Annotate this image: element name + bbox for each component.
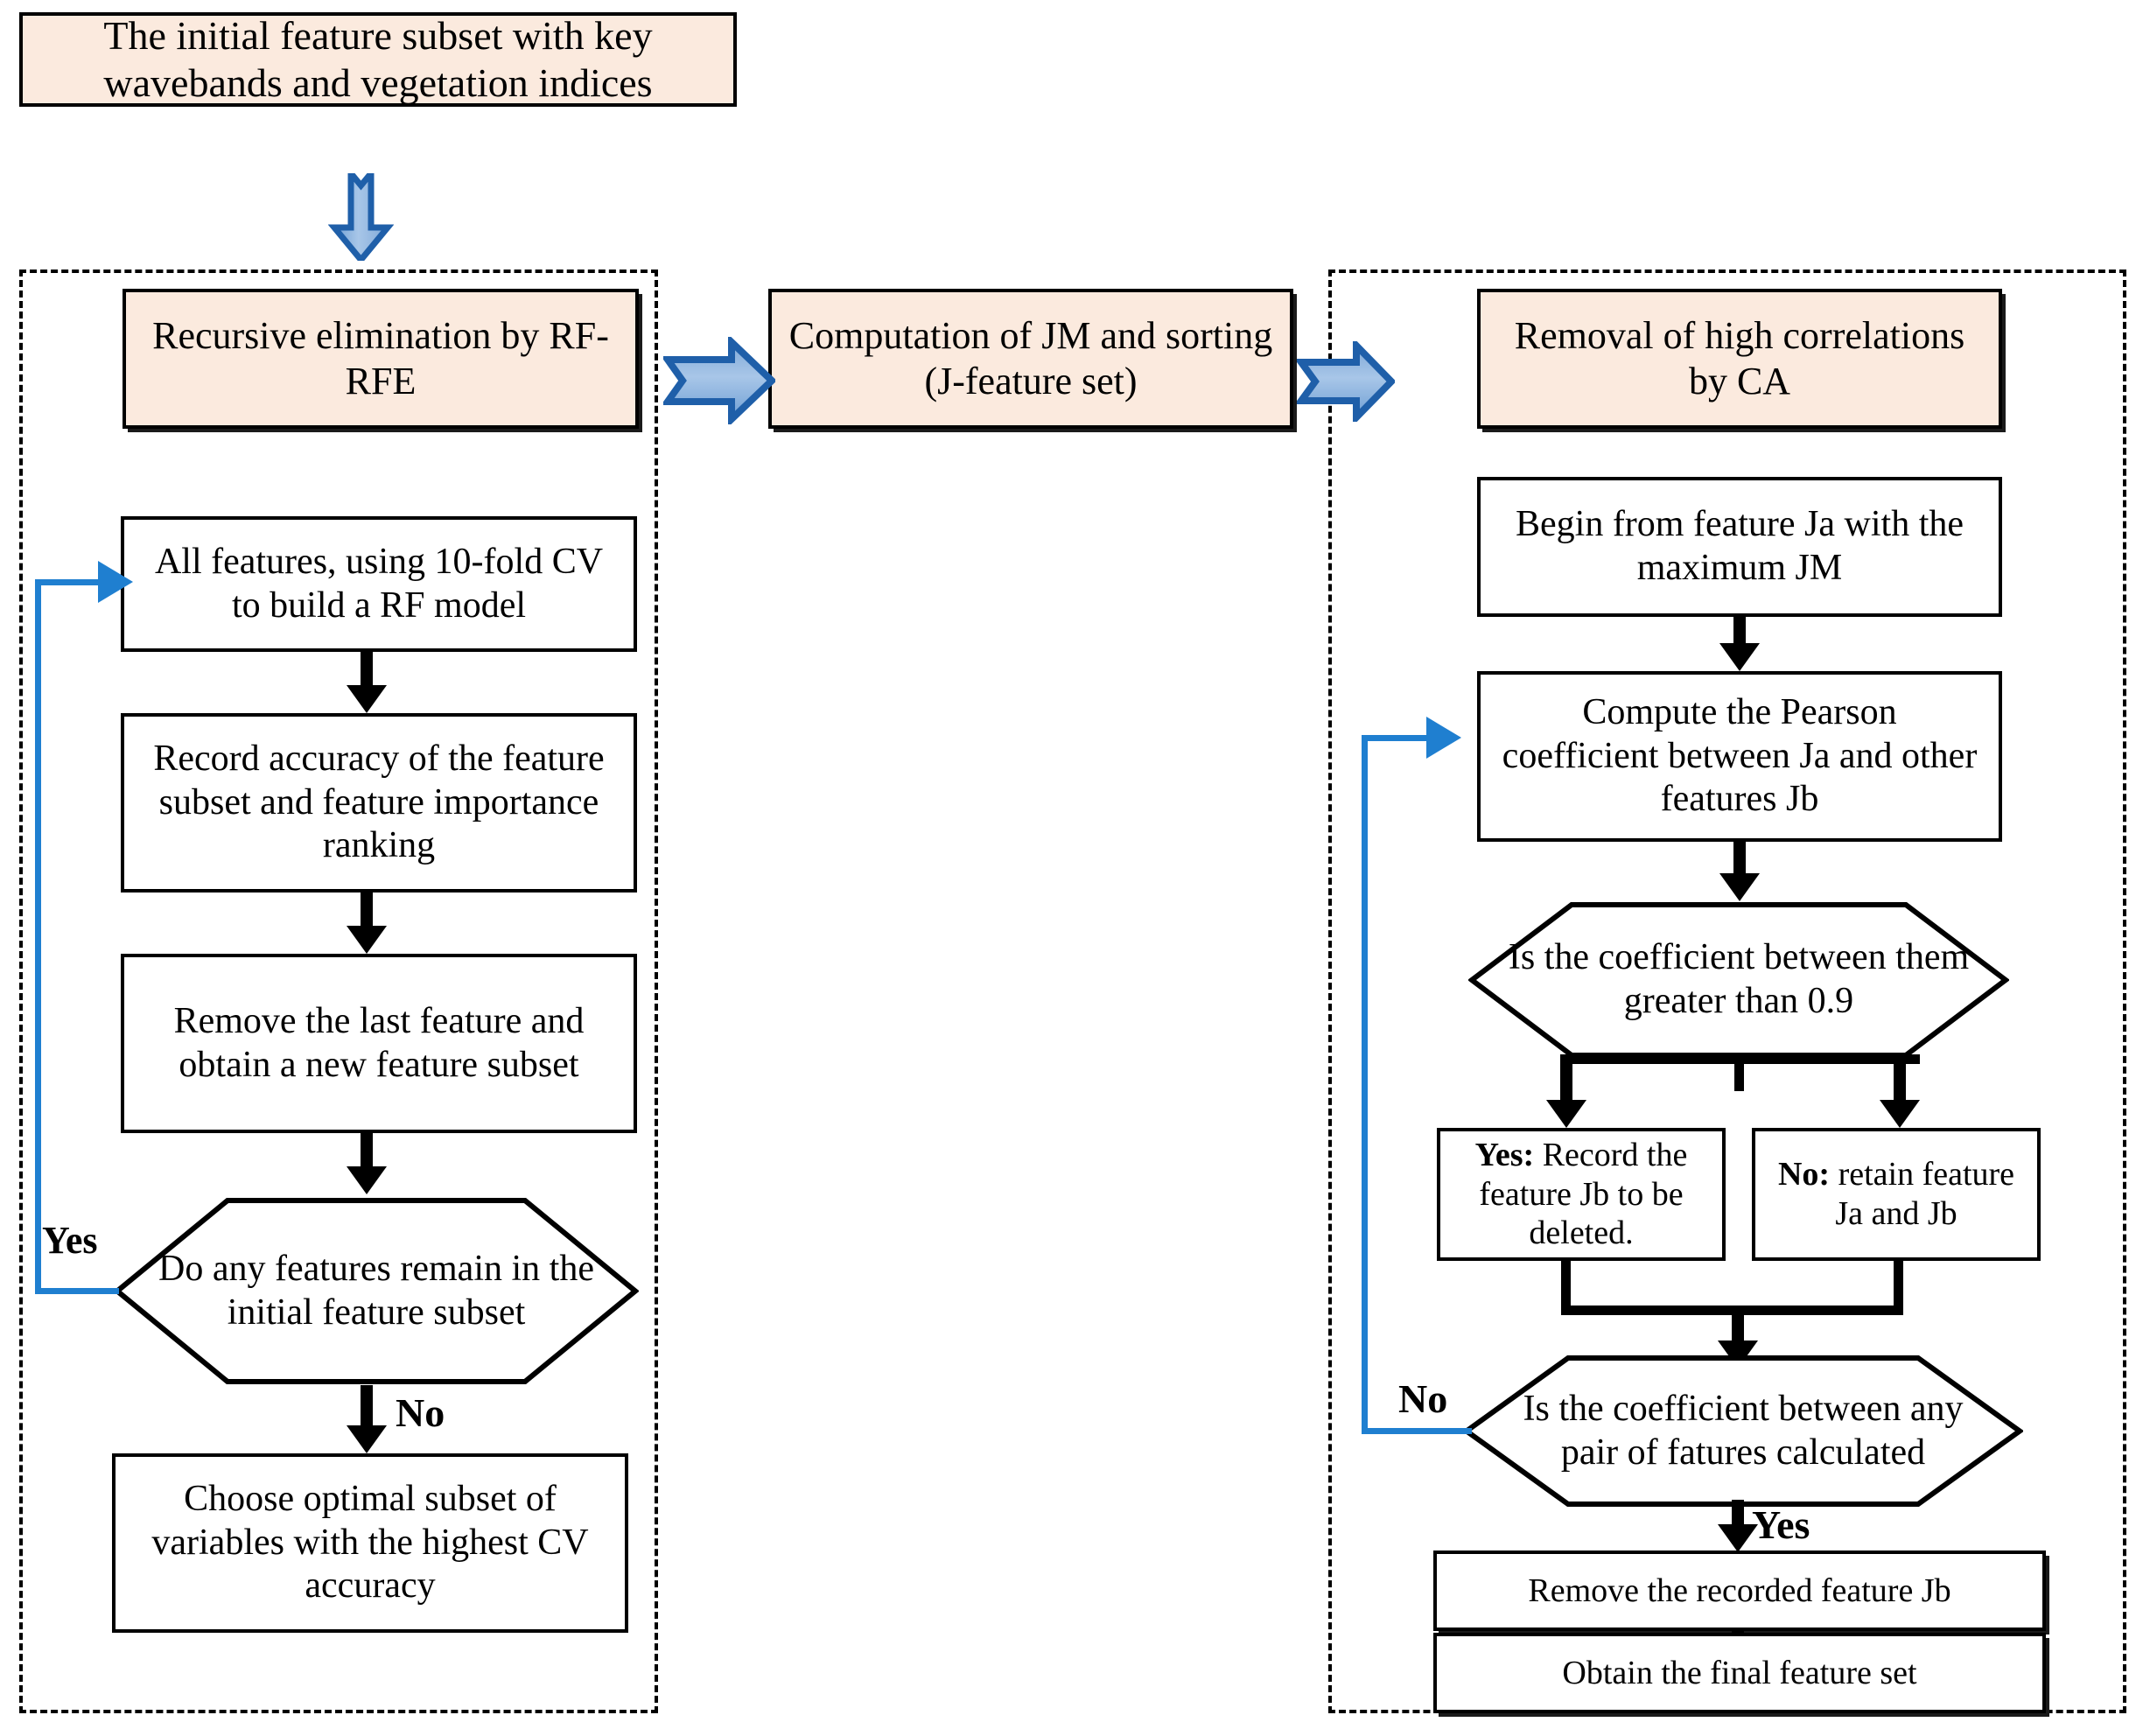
left-step-3[interactable]: Remove the last feature and obtain a new… <box>121 954 637 1133</box>
right-decision-1-label: Is the coefficient between them greater … <box>1508 937 1970 1021</box>
start-node[interactable]: The initial feature subset with key wave… <box>19 12 737 107</box>
left-yes-flag: Yes <box>42 1219 98 1262</box>
stage-header-rf-rfe[interactable]: Recursive elimination by RF-RFE <box>123 289 639 429</box>
stage-header-jm-label: Computation of JM and sorting (J-feature… <box>788 314 1273 402</box>
stage-header-ca-label: Removal of high correlations by CA <box>1514 314 1965 402</box>
right-decision-2-label: Is the coefficient between any pair of f… <box>1523 1388 1964 1473</box>
right-yes-flag: Yes <box>1752 1502 1810 1547</box>
right-arrow-1 <box>1719 617 1760 671</box>
stage-header-ca[interactable]: Removal of high correlations by CA <box>1477 289 2002 429</box>
right-step-1[interactable]: Begin from feature Ja with the maximum J… <box>1477 477 2002 617</box>
right-branch-no-text: No: retain feature Ja and Jb <box>1768 1155 2025 1234</box>
left-stage-panel <box>19 270 658 1713</box>
right-arrow-yes <box>1718 1500 1758 1552</box>
left-arrow-1 <box>347 652 387 713</box>
left-arrow-no <box>347 1385 387 1453</box>
left-final-step[interactable]: Choose optimal subset of variables with … <box>112 1453 628 1633</box>
left-loop-arrowhead <box>98 561 133 603</box>
right-split-stem <box>1734 1054 1744 1091</box>
left-loop-bottom-segment <box>35 1288 119 1294</box>
left-step-3-label: Remove the last feature and obtain a new… <box>173 1000 585 1085</box>
stage2-to-stage3-arrow <box>1297 341 1395 422</box>
right-loop-top-segment <box>1362 735 1432 741</box>
right-step-remove-jb-label: Remove the recorded feature Jb <box>1528 1572 1951 1609</box>
left-step-1-label: All features, using 10-fold CV to build … <box>154 541 604 626</box>
right-step-remove-jb[interactable]: Remove the recorded feature Jb <box>1433 1550 2046 1631</box>
right-branch-no[interactable]: No: retain feature Ja and Jb <box>1752 1128 2041 1261</box>
start-to-stage1-arrow <box>328 173 394 261</box>
right-branch-no-lead: No: <box>1777 1156 1831 1194</box>
stage-header-rf-rfe-label: Recursive elimination by RF-RFE <box>152 314 609 402</box>
stage1-to-stage2-arrow <box>663 337 775 424</box>
right-step-final-set-label: Obtain the final feature set <box>1562 1654 1917 1691</box>
right-merge-right-stem <box>1894 1261 1903 1315</box>
right-branch-yes-label: Record the feature Jb to be deleted. <box>1479 1136 1688 1252</box>
right-branch-no-label: retain feature Ja and Jb <box>1830 1156 2015 1232</box>
left-arrow-2 <box>347 892 387 954</box>
stage-header-jm[interactable]: Computation of JM and sorting (J-feature… <box>768 289 1293 429</box>
left-step-2[interactable]: Record accuracy of the feature subset an… <box>121 713 637 892</box>
start-node-label: The initial feature subset with key wave… <box>103 12 653 105</box>
right-arrow-2 <box>1719 842 1760 901</box>
left-decision-features-remain[interactable]: Do any features remain in the initial fe… <box>114 1197 639 1385</box>
right-decision-coefficient-threshold[interactable]: Is the coefficient between them greater … <box>1468 901 2009 1059</box>
right-step-2-label: Compute the Pearson coefficient between … <box>1502 692 1978 820</box>
right-loop-bottom-segment <box>1362 1428 1472 1434</box>
right-branch-yes-text: Yes: Record the feature Jb to be deleted… <box>1453 1136 1710 1253</box>
left-final-step-label: Choose optimal subset of variables with … <box>151 1479 589 1606</box>
left-arrow-3 <box>347 1133 387 1194</box>
left-step-2-label: Record accuracy of the feature subset an… <box>153 738 605 866</box>
left-loop-top-segment <box>35 579 103 585</box>
right-branch-yes-lead: Yes: <box>1474 1136 1535 1173</box>
right-step-1-label: Begin from feature Ja with the maximum J… <box>1516 504 1964 588</box>
right-decision-all-pairs[interactable]: Is the coefficient between any pair of f… <box>1463 1354 2023 1508</box>
right-loop-riser <box>1362 735 1368 1432</box>
right-merge-left-stem <box>1561 1261 1571 1315</box>
right-split-left-arrow <box>1546 1054 1586 1128</box>
right-split-bar <box>1566 1054 1920 1064</box>
right-split-right-arrow <box>1880 1054 1920 1128</box>
left-decision-label: Do any features remain in the initial fe… <box>158 1248 594 1333</box>
right-loop-arrowhead <box>1426 717 1461 759</box>
left-loop-riser <box>35 579 41 1292</box>
left-step-1[interactable]: All features, using 10-fold CV to build … <box>121 516 637 652</box>
right-step-2[interactable]: Compute the Pearson coefficient between … <box>1477 671 2002 842</box>
right-step-final-set[interactable]: Obtain the final feature set <box>1433 1633 2046 1713</box>
right-no-flag: No <box>1398 1376 1448 1421</box>
right-branch-yes[interactable]: Yes: Record the feature Jb to be deleted… <box>1437 1128 1726 1261</box>
left-no-flag: No <box>396 1390 445 1435</box>
